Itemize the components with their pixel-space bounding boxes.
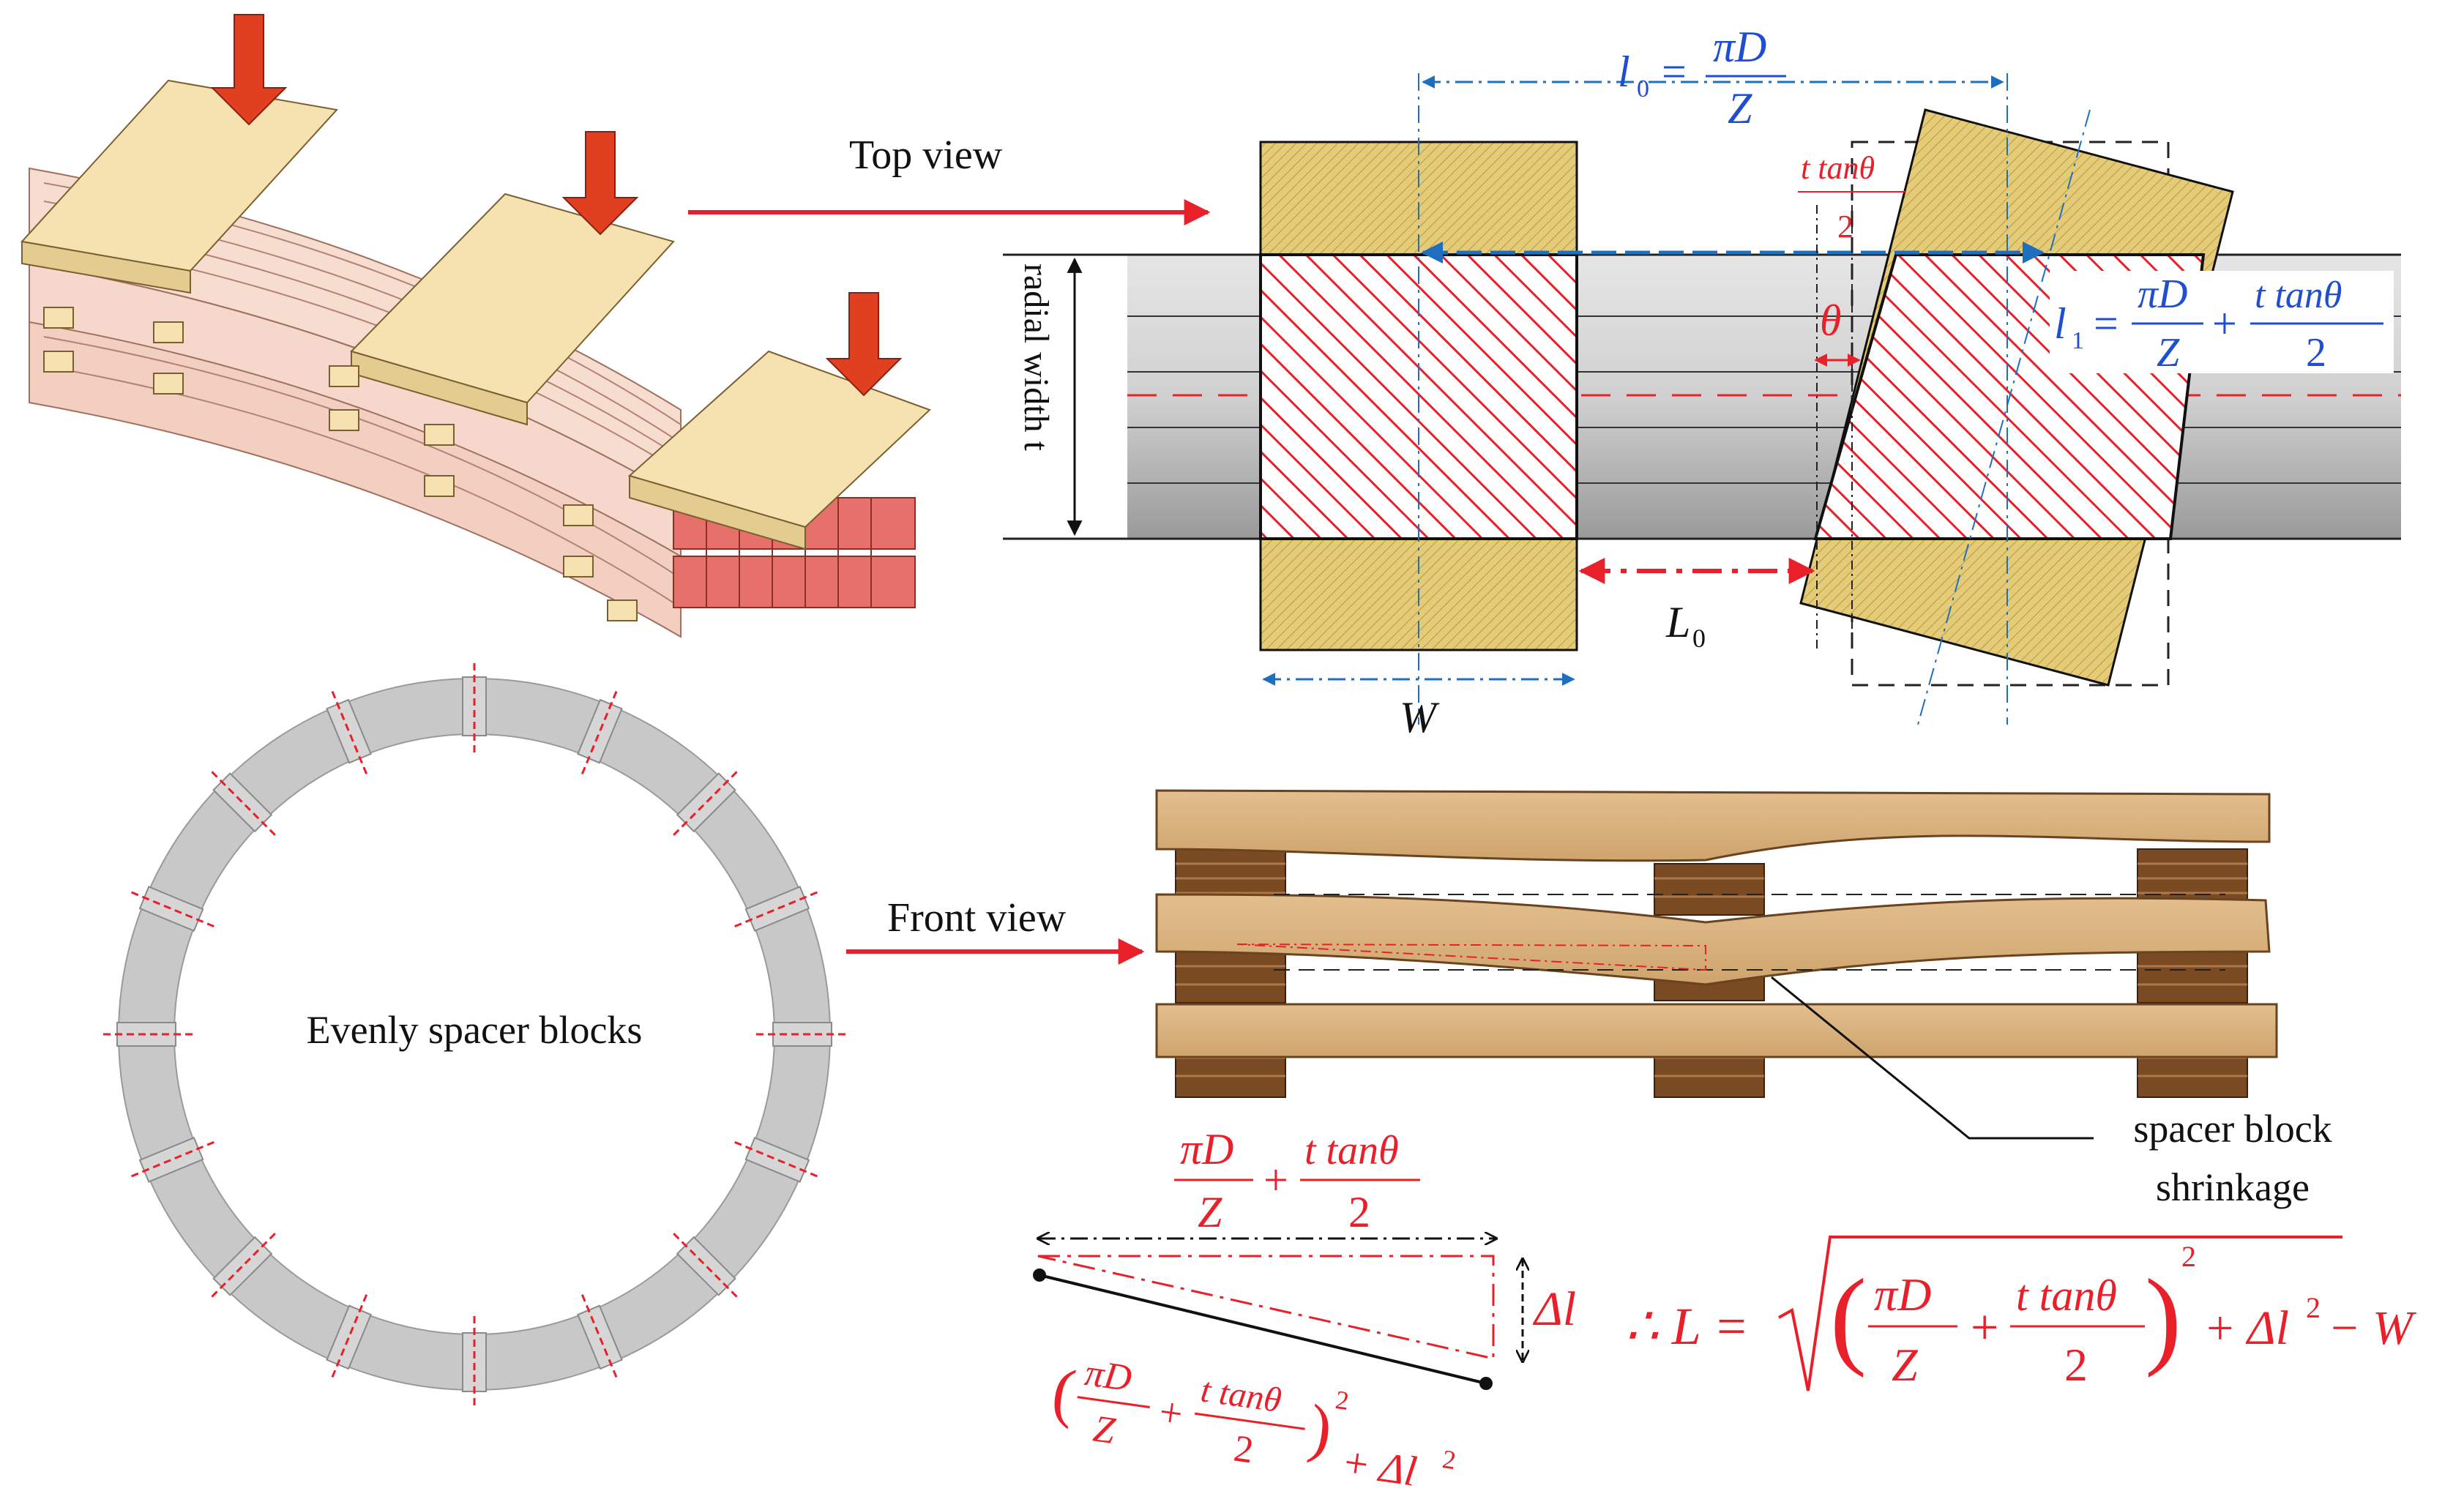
svg-text:2: 2 (2306, 330, 2326, 376)
svg-text:t tanθ: t tanθ (1304, 1128, 1399, 1173)
svg-text:+: + (1157, 1389, 1186, 1438)
svg-text:t tanθ: t tanθ (2016, 1271, 2117, 1320)
svg-text:2: 2 (1441, 1444, 1457, 1475)
ring-division-mark (208, 768, 276, 836)
svg-text:∴ L =: ∴ L = (1625, 1297, 1749, 1356)
svg-text:− W: − W (2328, 1301, 2416, 1355)
ring-division-mark (734, 889, 821, 928)
svg-text:1: 1 (2072, 327, 2084, 354)
delta-triangle (1037, 1255, 1495, 1360)
ring-division-mark (580, 1294, 619, 1381)
svg-text:): ) (2145, 1257, 2181, 1378)
svg-text:πD: πD (2138, 272, 2188, 317)
svg-text:l: l (1618, 48, 1630, 96)
svg-text:(: ( (1048, 1355, 1080, 1430)
svg-text:Z: Z (1091, 1408, 1119, 1452)
theta-label: θ (1820, 296, 1841, 345)
spacer-stubs (43, 307, 638, 621)
svg-text:=: = (1662, 48, 1687, 96)
svg-text:2: 2 (2181, 1240, 2196, 1273)
shrinkage-leader (1771, 976, 2094, 1140)
board-bottom (1155, 1003, 2278, 1058)
svg-text:+: + (1263, 1156, 1288, 1204)
svg-text:t tanθ: t tanθ (1198, 1370, 1284, 1420)
hypotenuse (1039, 1274, 1487, 1385)
svg-text:=: = (2094, 299, 2118, 348)
svg-text:(: ( (1830, 1257, 1867, 1378)
top-view-pointer: Top view (688, 132, 1211, 225)
winding-3d-illustration (20, 14, 931, 638)
svg-text:2: 2 (2064, 1339, 2088, 1391)
front-view-pointer: Front view (846, 895, 1145, 965)
svg-text:Z: Z (1728, 84, 1752, 132)
svg-text:2: 2 (1334, 1385, 1351, 1416)
ring-caption: Evenly spacer blocks (307, 1008, 643, 1052)
top-view-diagram: radial width t l 0 = πD Z l 1 = πD Z + t… (1003, 23, 2401, 741)
svg-text:L: L (1665, 598, 1690, 646)
formula-top-width: πD Z + t tanθ 2 (1174, 1125, 1420, 1236)
ring-division-mark (673, 768, 741, 836)
ring-division-mark (208, 1233, 276, 1301)
delta-l-label: Δl (1532, 1282, 1576, 1336)
svg-text:2: 2 (1348, 1188, 1370, 1236)
svg-text:+ Δl: + Δl (1339, 1438, 1420, 1495)
ring-division-mark (127, 1140, 214, 1179)
formula-l1: l 1 = πD Z + t tanθ 2 (2054, 272, 2383, 376)
top-view-label: Top view (849, 132, 1003, 178)
ring-division-mark (329, 687, 368, 774)
svg-text:t tanθ: t tanθ (2255, 274, 2342, 316)
formula-hypotenuse: ( πD Z + t tanθ 2 ) 2 + Δl 2 (1048, 1352, 1458, 1495)
svg-text:πD: πD (1082, 1352, 1134, 1400)
svg-text:πD: πD (1180, 1125, 1233, 1173)
spacer-ring: Evenly spacer blocks (100, 660, 849, 1409)
svg-text:t tanθ: t tanθ (1801, 150, 1875, 186)
formula-L: ∴ L = ( πD Z + t tanθ 2 ) 2 + Δl 2 − W (1625, 1236, 2416, 1391)
ring-division-mark (580, 687, 619, 774)
ring-division-mark (673, 1233, 741, 1301)
L0-label: L 0 (1665, 598, 1706, 653)
svg-text:Z: Z (1198, 1188, 1222, 1236)
svg-text:2: 2 (1231, 1427, 1256, 1471)
svg-text:+: + (2212, 299, 2237, 348)
svg-text:): ) (1304, 1391, 1336, 1466)
ring-division-mark (734, 1140, 821, 1179)
board-top (1155, 789, 2271, 862)
svg-text:πD: πD (1874, 1269, 1931, 1320)
board-middle (1155, 893, 2271, 986)
svg-text:πD: πD (1713, 23, 1766, 71)
svg-text:+: + (1971, 1299, 1998, 1355)
ring-division-mark (127, 889, 214, 928)
svg-text:0: 0 (1692, 624, 1706, 653)
ring-division-mark (329, 1294, 368, 1381)
svg-text:2: 2 (1837, 209, 1853, 244)
formula-l0: l 0 = πD Z (1618, 23, 1786, 132)
conductor-strands (43, 182, 682, 608)
shrinkage-triangle (1236, 944, 1706, 971)
shrinkage-label-2: shrinkage (2156, 1165, 2310, 1209)
load-arrows (210, 14, 903, 397)
radial-width-label: radial width t (1017, 264, 1056, 452)
label-ttan-half: t tanθ 2 (1798, 150, 1906, 244)
radial-spacer-boards (20, 79, 931, 550)
W-label: W (1400, 693, 1440, 741)
front-view-label: Front view (887, 895, 1067, 941)
front-view-diagram: spacer block shrinkage (1155, 789, 2332, 1209)
svg-text:Z: Z (1892, 1339, 1919, 1391)
svg-text:2: 2 (2306, 1291, 2321, 1324)
shrinkage-label-1: spacer block (2133, 1107, 2332, 1151)
svg-text:l: l (2054, 299, 2067, 348)
svg-text:Z: Z (2157, 330, 2180, 376)
svg-text:0: 0 (1637, 75, 1649, 102)
svg-text:+ Δl: + Δl (2203, 1301, 2289, 1355)
